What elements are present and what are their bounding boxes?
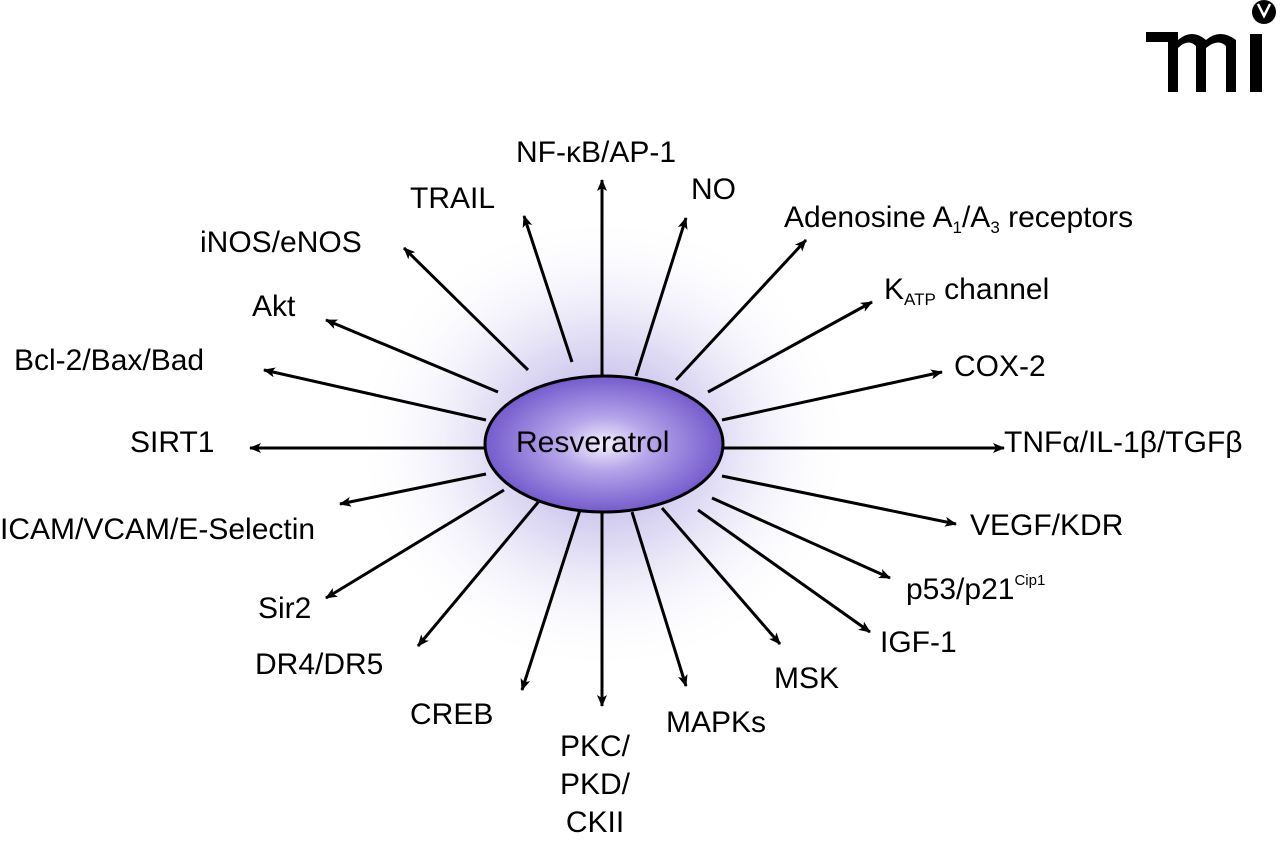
adenosine-mid: /A xyxy=(961,201,991,234)
arrow-no xyxy=(634,217,688,377)
target-dr45: DR4/DR5 xyxy=(255,648,384,681)
arrow-akt xyxy=(325,318,499,394)
target-sirt1: SIRT1 xyxy=(130,426,215,459)
katp-sub: ATP xyxy=(904,290,936,309)
target-creb: CREB xyxy=(410,698,494,731)
logo-i-dot xyxy=(1252,0,1276,24)
target-icam: ICAM/VCAM/E-Selectin xyxy=(0,513,316,546)
pkc-line-2: PKD/ xyxy=(560,768,631,801)
logo-i-stem xyxy=(1250,34,1262,92)
arrow-msk xyxy=(660,507,782,645)
logo-i-check xyxy=(1256,3,1272,19)
arrows-group xyxy=(249,179,1005,707)
p53-text: p53/p21 xyxy=(906,573,1015,606)
arrow-p53 xyxy=(711,496,891,580)
target-cox2: COX-2 xyxy=(954,350,1046,383)
target-akt: Akt xyxy=(252,290,296,323)
logo-m xyxy=(1146,32,1236,92)
pkc-line-1: PKC/ xyxy=(560,730,631,763)
arrow-creb xyxy=(520,509,582,691)
target-mapks: MAPKs xyxy=(666,706,767,739)
arrow-trail xyxy=(522,215,574,363)
target-bcl2: Bcl-2/Bax/Bad xyxy=(14,344,205,377)
target-adenosine: Adenosine A1/A3 receptors xyxy=(784,201,1134,237)
katp-post: channel xyxy=(935,273,1050,306)
arrow-sir2 xyxy=(325,488,505,600)
target-tnf: TNFα/IL-1β/TGFβ xyxy=(1004,426,1243,459)
target-igf1: IGF-1 xyxy=(880,626,957,659)
target-p53: p53/p21Cip1 xyxy=(906,572,1046,606)
target-msk: MSK xyxy=(774,662,840,695)
adenosine-sub2: 3 xyxy=(990,218,1000,237)
resveratrol-node xyxy=(483,374,725,514)
adenosine-post: receptors xyxy=(999,201,1134,234)
center-label: Resveratrol xyxy=(516,426,670,459)
mi-logo xyxy=(1146,0,1276,92)
p53-sup: Cip1 xyxy=(1014,572,1046,589)
arrow-adenosine xyxy=(674,238,808,382)
arrow-dr45 xyxy=(416,499,542,647)
target-sir2: Sir2 xyxy=(258,592,312,625)
arrow-inos xyxy=(402,246,530,372)
arrow-mapks xyxy=(630,511,688,687)
target-katp: KATP channel xyxy=(884,273,1050,309)
target-nfkb: NF-κB/AP-1 xyxy=(516,136,677,169)
arrow-bcl2 xyxy=(263,367,487,422)
target-inos: iNOS/eNOS xyxy=(200,226,362,259)
katp-text: K xyxy=(884,273,905,306)
arrow-katp xyxy=(707,300,873,394)
arrow-igf1 xyxy=(697,508,871,634)
arrow-icam xyxy=(339,472,487,507)
arrow-vegf xyxy=(721,474,957,527)
arrow-cox2 xyxy=(721,369,943,422)
target-trail: TRAIL xyxy=(410,182,496,215)
adenosine-sub1: 1 xyxy=(952,218,962,237)
target-vegf: VEGF/KDR xyxy=(970,509,1124,542)
target-pkc: PKC/ PKD/ CKII xyxy=(560,728,630,842)
adenosine-text: Adenosine A xyxy=(784,201,953,234)
pkc-line-3: CKII xyxy=(565,806,625,839)
target-no: NO xyxy=(691,173,736,206)
